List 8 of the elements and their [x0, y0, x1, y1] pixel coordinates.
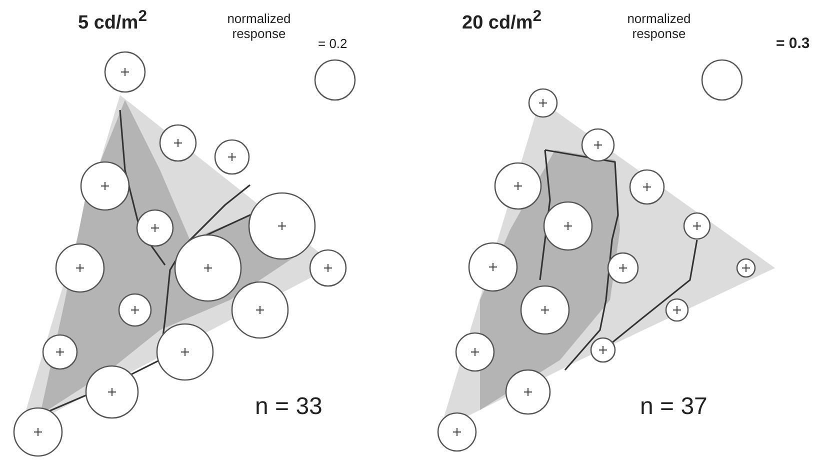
cell-count: n = 33: [255, 393, 322, 421]
scale-value: = 0.2: [318, 36, 348, 51]
scale-label: normalized response: [626, 12, 692, 42]
cell-count: n = 37: [640, 393, 708, 421]
luminance-heading: 20 cd/m$^{2}$: [462, 8, 542, 34]
scale-label: normalized response: [226, 12, 292, 42]
luminance-heading: 5 cd/m$^{2}$: [78, 8, 148, 34]
scale-value: = 0.3: [776, 35, 810, 52]
